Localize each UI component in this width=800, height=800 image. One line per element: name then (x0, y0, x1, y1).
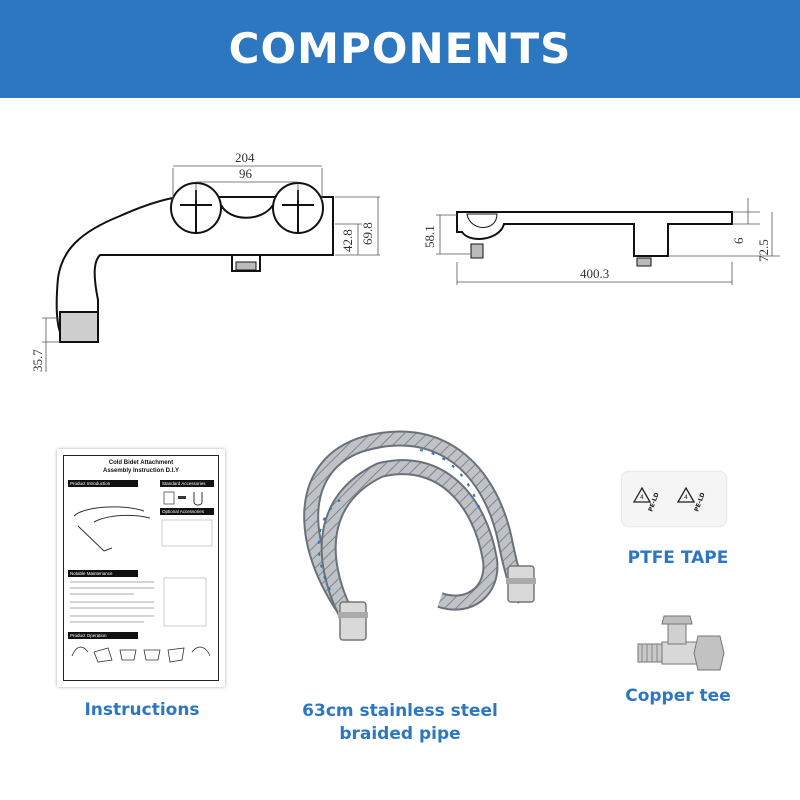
dim-6: 6 (731, 237, 746, 244)
dim-35-7: 35.7 (30, 349, 45, 372)
sheet-section-optional-accessories: Optional Accessories (160, 508, 214, 515)
label-instructions: Instructions (84, 700, 200, 720)
side-view-drawing (55, 182, 334, 343)
copper-tee-image (637, 615, 725, 671)
dim-69-8: 69.8 (360, 222, 375, 245)
label-pipe-line2: braided pipe (339, 724, 461, 744)
braided-pipe-image (303, 430, 536, 641)
label-copper-tee: Copper tee (625, 686, 731, 706)
dim-96: 96 (239, 166, 253, 181)
sheet-section-product-operation: Product Operation (68, 632, 138, 639)
label-pipe-line1: 63cm stainless steel (302, 701, 498, 721)
header-banner: COMPONENTS (0, 0, 800, 98)
svg-text:4: 4 (684, 494, 688, 501)
dim-204: 204 (235, 150, 255, 165)
instruction-sheet-border: Cold Bidet Attachment Assembly Instructi… (63, 455, 219, 681)
sheet-section-standard-accessories: Standard Accessories (160, 480, 214, 487)
ptfe-tape-image: 4 4 PE-LD PE-LD (622, 472, 726, 526)
sheet-title-line1: Cold Bidet Attachment (108, 460, 174, 466)
dim-72-5: 72.5 (756, 239, 771, 262)
dim-58-1: 58.1 (422, 225, 437, 248)
dim-400-3: 400.3 (580, 266, 609, 281)
tape-mark-2: PE-LD (693, 492, 706, 513)
technical-drawing: 204 96 42.8 69.8 35.7 58.1 400.3 6 72.5 (30, 150, 780, 372)
front-view-drawing (456, 211, 733, 267)
sheet-title-line2: Assembly Instruction D.I.Y (102, 468, 180, 474)
sheet-section-notable-maintenance: Notable Maintenance (68, 570, 138, 577)
recycle-icon: 4 4 PE-LD PE-LD (632, 486, 707, 513)
tape-mark-1: PE-LD (647, 492, 660, 513)
side-view-dimension-lines (42, 165, 380, 372)
dim-42-8: 42.8 (340, 229, 355, 252)
front-view-dimension-lines (436, 198, 780, 285)
sheet-section-product-introduction: Product Introduction (68, 480, 138, 487)
label-pipe: 63cm stainless steel braided pipe (290, 700, 510, 746)
instruction-sheet: Cold Bidet Attachment Assembly Instructi… (57, 449, 225, 687)
svg-text:4: 4 (640, 494, 644, 501)
label-ptfe-tape: PTFE TAPE (627, 548, 729, 568)
sheet-illustrations (70, 491, 213, 663)
page-title: COMPONENTS (228, 24, 572, 73)
